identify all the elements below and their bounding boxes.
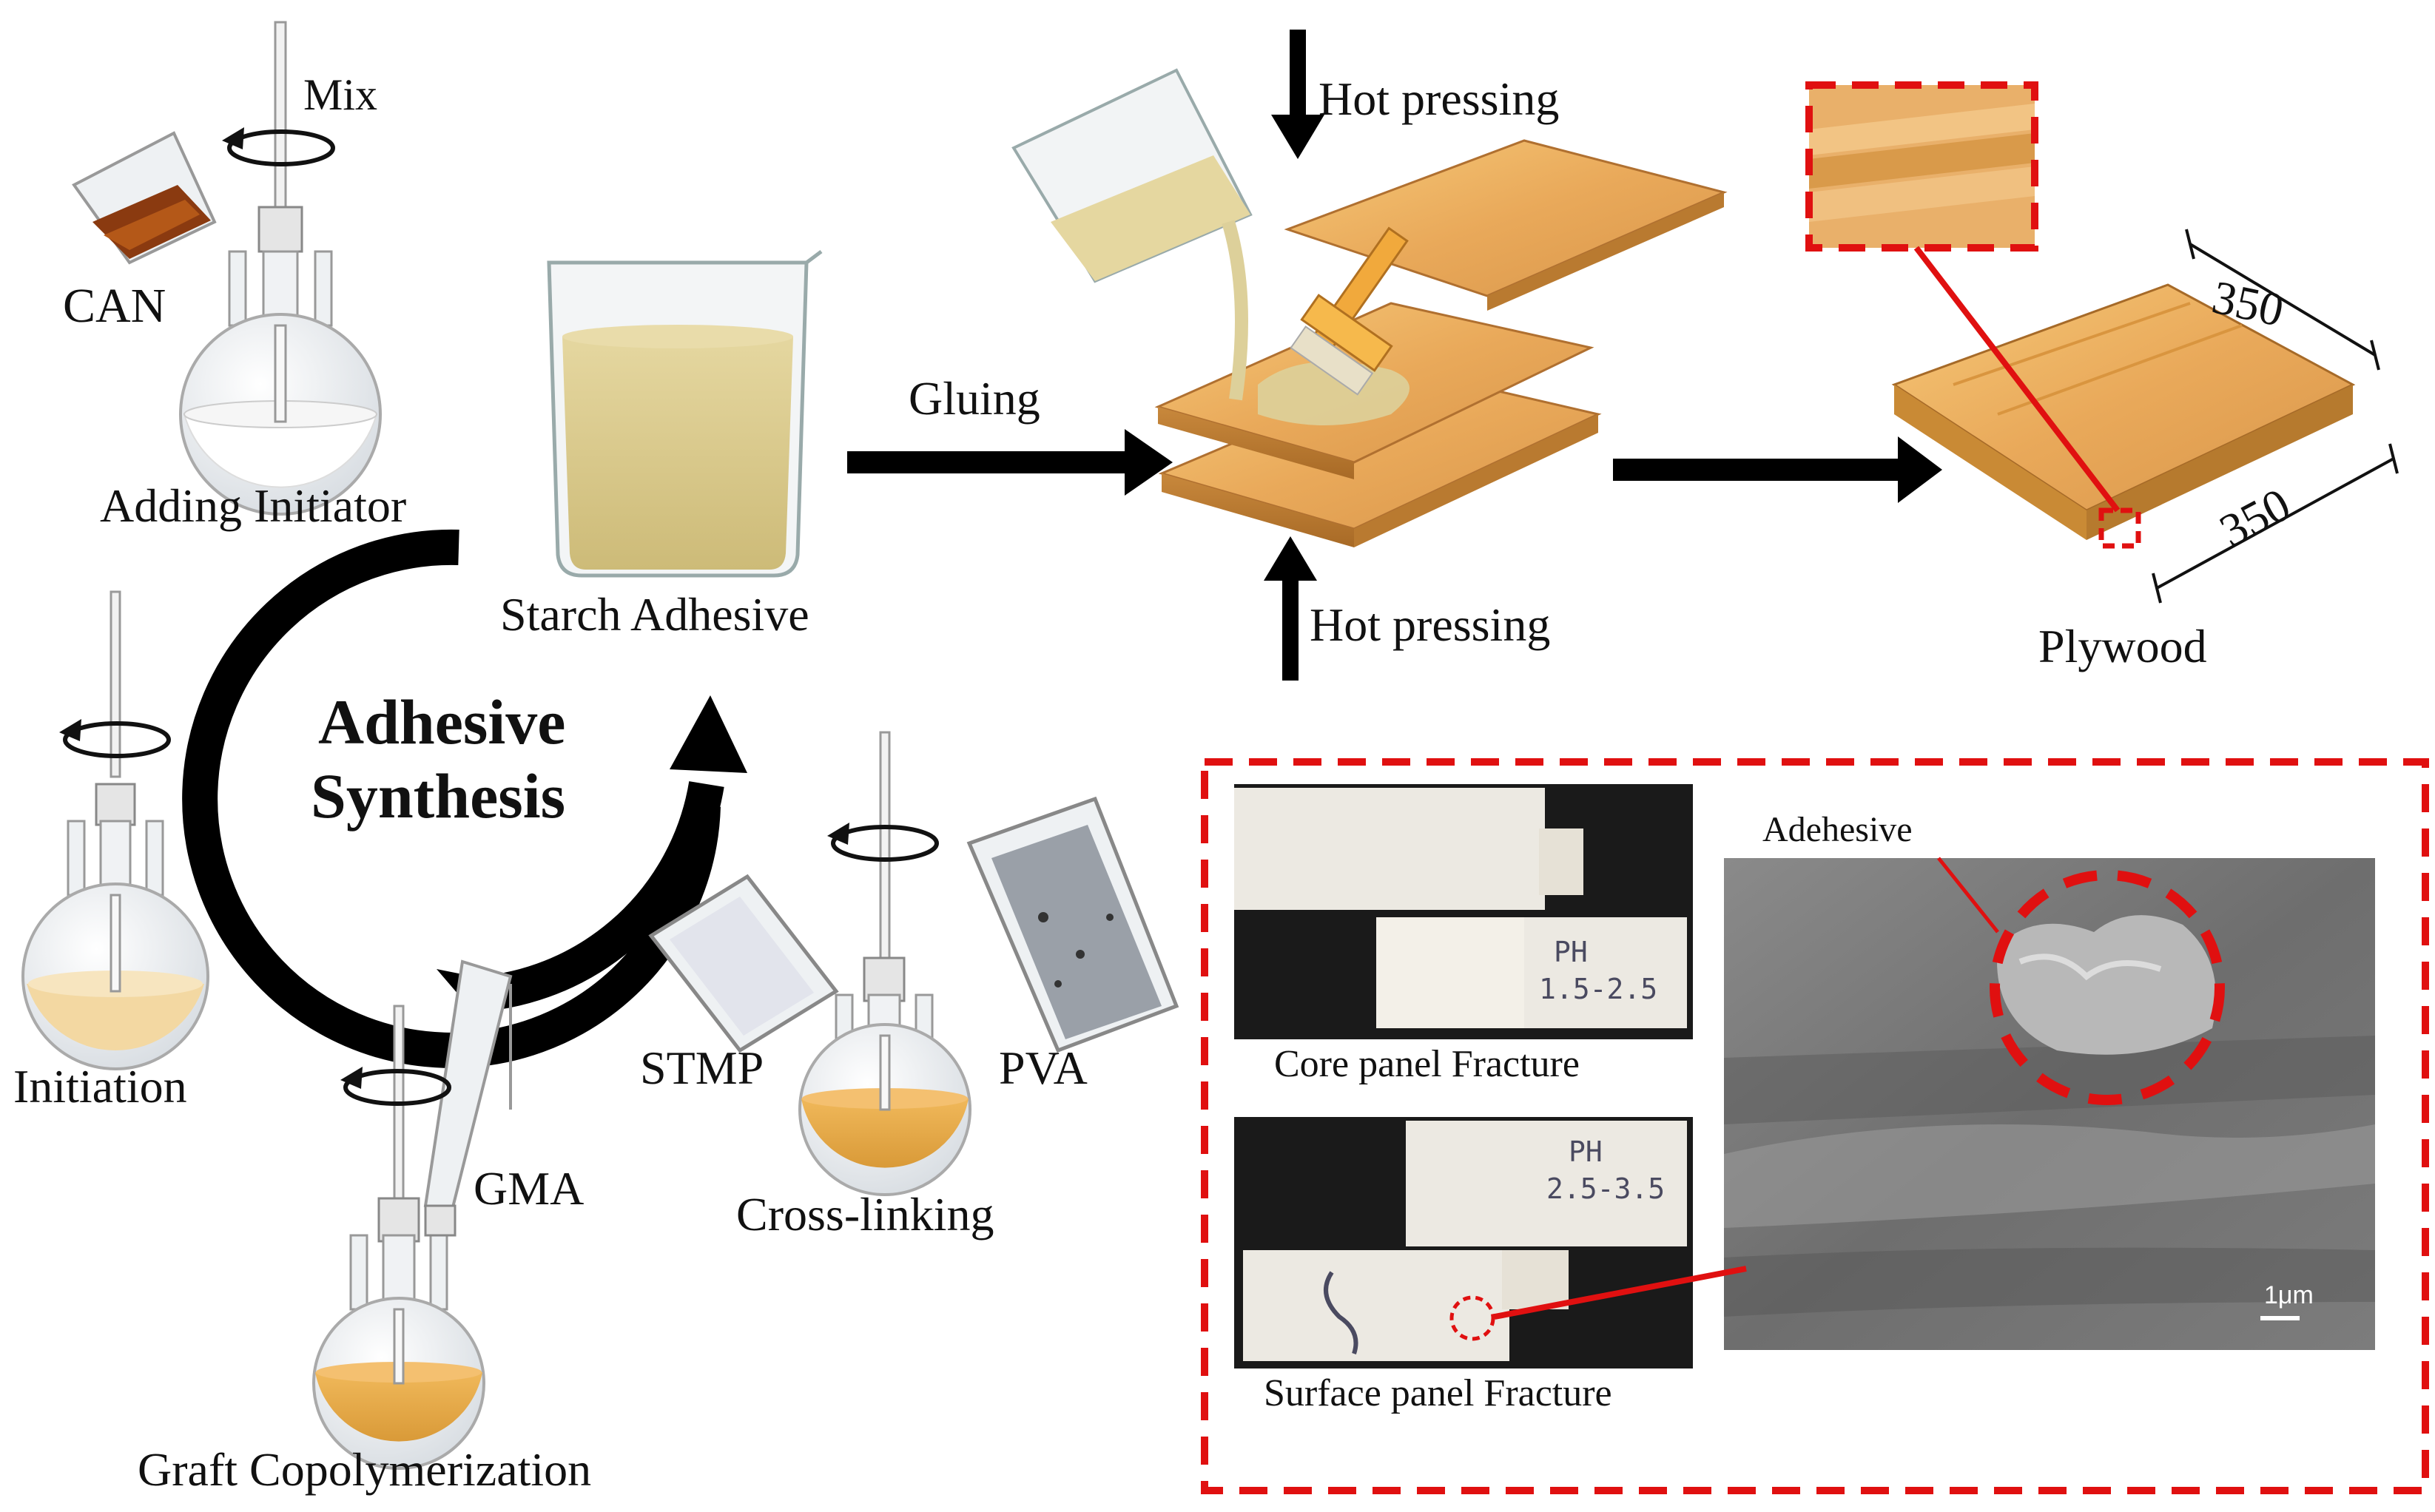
adhesive-synthesis-label-2: Synthesis [311,760,565,831]
adehesive-label: Adehesive [1762,810,1913,849]
can-beaker [72,131,217,265]
core-panel-fracture-label: Core panel Fracture [1274,1043,1580,1085]
starch-adhesive-beaker [547,250,823,578]
hot-pressing-top-arrow [1271,30,1324,159]
core-panel-photo [1234,784,1693,1039]
starch-adhesive-label: Starch Adhesive [500,588,809,641]
hot-pressing-top-label: Hot pressing [1318,72,1559,125]
gma-label: GMA [474,1162,584,1215]
plywood-label: Plywood [2038,620,2207,672]
sample-ph-1b: 1.5-2.5 [1539,973,1657,1005]
brush-icon [1290,226,1409,396]
hot-pressing-bottom-arrow [1264,536,1317,681]
plywood-dimension-lines [2152,229,2399,604]
adding-initiator-label: Adding Initiator [100,479,406,532]
initiation-flask [21,590,209,1070]
stmp-beaker [648,874,839,1053]
gluing-arrow [847,429,1173,496]
cross-linking-flask [798,731,971,1196]
mix-label: Mix [303,70,377,119]
scale-bar-label: 1μm [2264,1281,2314,1309]
surface-panel-photo [1234,1117,1693,1368]
hot-pressing-bottom-label: Hot pressing [1310,598,1550,651]
pouring-cup [1011,68,1253,401]
fracture-analysis-panel: PH 1.5-2.5 Core panel Fracture PH 2.5-3.… [1201,758,2429,1494]
pva-label: PVA [999,1042,1088,1094]
stmp-label: STMP [640,1042,764,1094]
to-plywood-arrow [1613,436,1942,503]
dimension-bottom-label: 350 [2211,478,2298,558]
graft-copolymerization-flask [312,1005,485,1470]
plywood-cross-section-inset [1805,81,2141,549]
plywood-board [1891,283,2356,540]
can-label: CAN [63,279,166,333]
sem-image: 1μm [1724,858,2375,1350]
rotation-arrow-icon [340,1067,451,1106]
rotation-arrow-icon [222,127,335,166]
adding-initiator-flask [179,21,382,516]
gluing-label: Gluing [909,372,1040,425]
sample-ph-2b: 2.5-3.5 [1546,1172,1665,1205]
cross-linking-label: Cross-linking [736,1188,994,1241]
graft-copolymerization-label: Graft Copolymerization [138,1443,591,1496]
initiation-label: Initiation [13,1060,187,1113]
sample-ph-2a: PH [1569,1135,1603,1168]
surface-panel-fracture-label: Surface panel Fracture [1264,1372,1612,1414]
dropping-funnel [423,959,513,1237]
sem-link-line [1494,1266,1747,1320]
adhesive-synthesis-label-1: Adhesive [318,686,565,757]
sample-ph-1a: PH [1554,936,1588,968]
rotation-arrow-icon [827,823,939,862]
adehesive-pointer [1937,857,1999,934]
pva-beaker [966,796,1179,1053]
rotation-arrow-icon [59,719,171,758]
